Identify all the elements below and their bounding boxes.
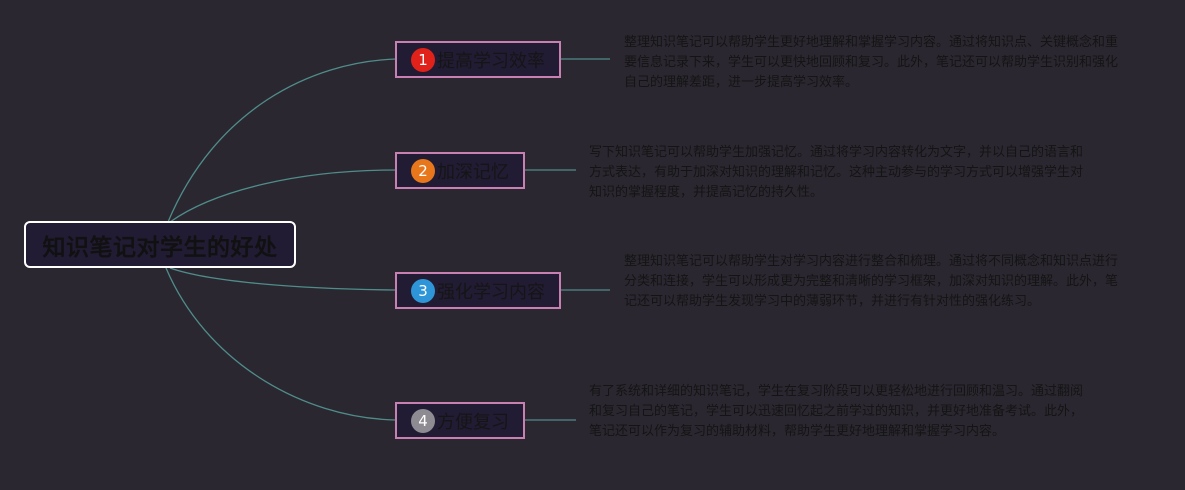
connector-root-branch-3 — [169, 267, 397, 291]
branch-label: 方便复习 — [437, 411, 509, 433]
branch-description-4: 有了系统和详细的知识笔记，学生在复习阶段可以更轻松地进行回顾和温习。通过翻阅和复… — [589, 384, 1084, 439]
number-badge-icon: 1 — [411, 47, 435, 72]
number-badge-icon: 3 — [411, 278, 435, 303]
branch-node-1[interactable]: 1 提高学习效率 — [395, 41, 561, 78]
branch-node-3[interactable]: 3 强化学习内容 — [395, 272, 561, 309]
connector-root-branch-4 — [165, 267, 397, 421]
branch-description-2: 写下知识笔记可以帮助学生加强记忆。通过将学习内容转化为文字，并以自己的语言和方式… — [589, 145, 1084, 200]
connector-root-branch-1 — [167, 58, 397, 223]
branch-node-4[interactable]: 4 方便复习 — [395, 402, 525, 439]
root-topic-label: 知识笔记对学生的好处 — [42, 234, 278, 261]
branch-node-2[interactable]: 2 加深记忆 — [395, 152, 525, 189]
number-badge-icon: 4 — [411, 408, 435, 433]
connector-root-branch-2 — [169, 169, 397, 223]
branch-label: 加深记忆 — [437, 161, 509, 183]
number-badge-icon: 2 — [411, 158, 435, 183]
branch-label: 提高学习效率 — [437, 50, 545, 72]
branch-description-1: 整理知识笔记可以帮助学生更好地理解和掌握学习内容。通过将知识点、关键概念和重要信… — [624, 35, 1119, 90]
root-topic[interactable]: 知识笔记对学生的好处 — [24, 221, 296, 268]
branch-label: 强化学习内容 — [437, 281, 545, 303]
branch-description-3: 整理知识笔记可以帮助学生对学习内容进行整合和梳理。通过将不同概念和知识点进行分类… — [624, 254, 1119, 309]
